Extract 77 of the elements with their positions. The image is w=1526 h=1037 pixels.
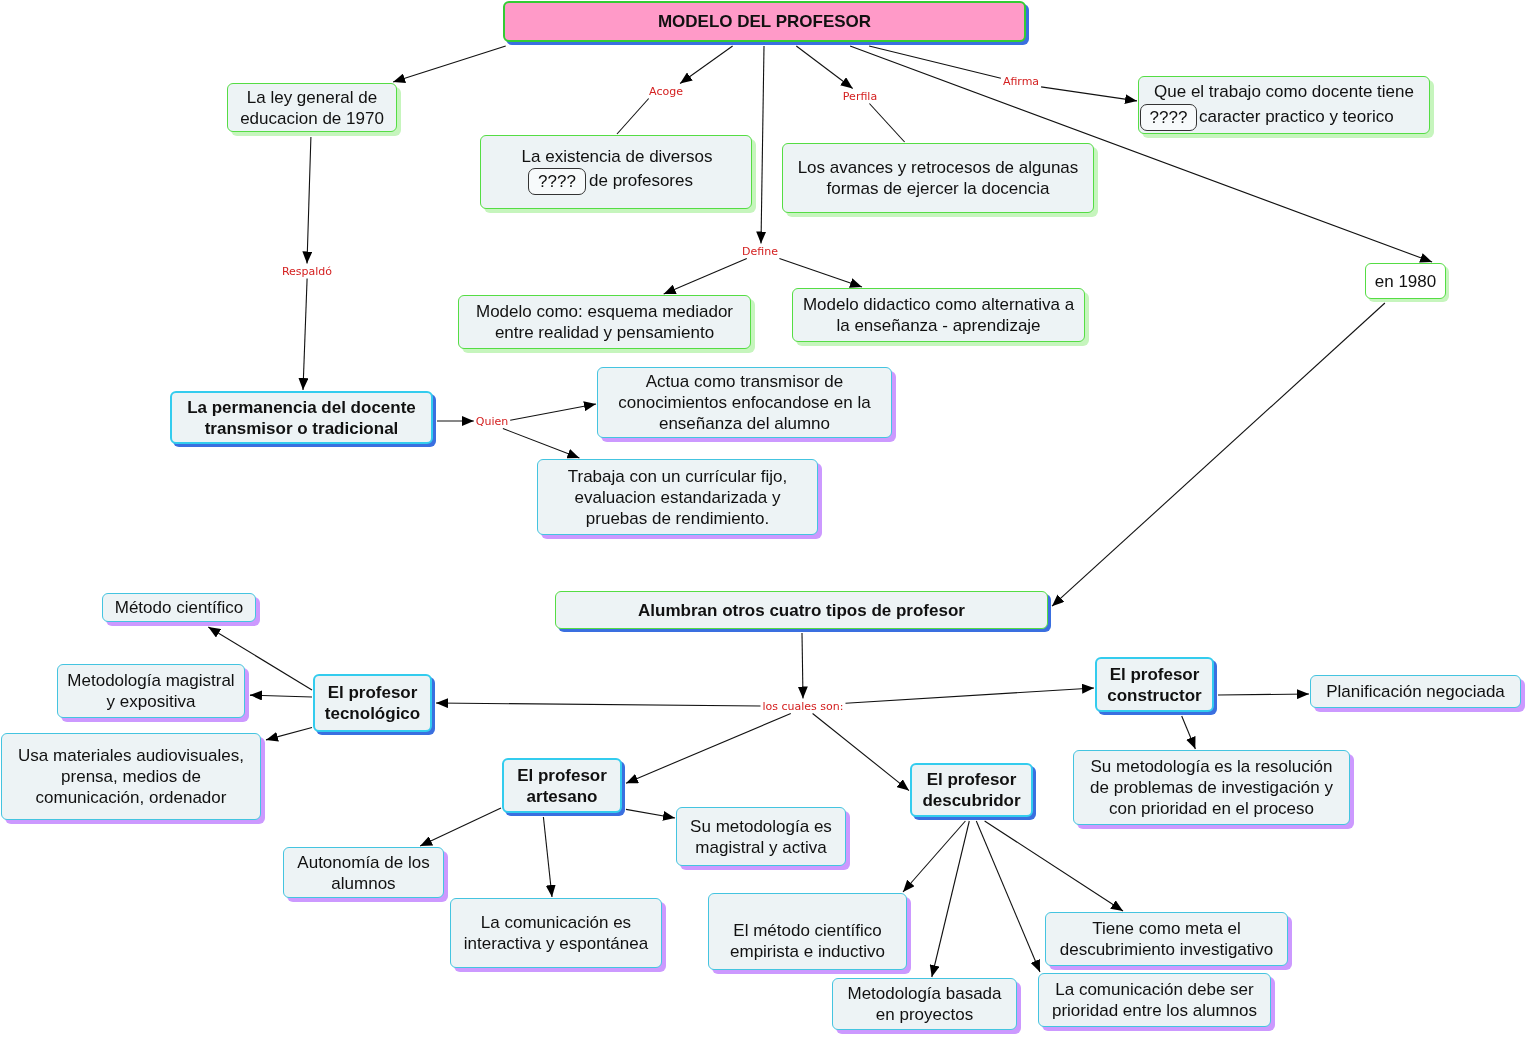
arrow — [502, 427, 580, 459]
arrow — [812, 712, 910, 792]
concept-text: La ley general de educacion de 1970 — [239, 86, 385, 129]
linking-phrase: Respaldó — [280, 264, 334, 278]
arrow — [625, 712, 792, 784]
linking-phrase: Afirma — [1001, 74, 1041, 88]
concept-text: Que el trabajo como docente tiene — [1153, 81, 1415, 102]
arrow — [929, 820, 970, 978]
arrow — [778, 257, 863, 288]
concept-text: caracter practico y teorico — [1199, 106, 1395, 127]
concept-text: El profesor descubridor — [921, 769, 1022, 811]
concept-text: Modelo didactico como alternativa a la enseñanza - aprendizaje — [801, 294, 1076, 336]
arrow — [436, 416, 475, 426]
concept-text: Método científico — [114, 597, 244, 618]
concept-text: Metodología basada en proyectos — [846, 983, 1003, 1025]
concept-box — [1365, 263, 1446, 299]
linking-phrase: Acoge — [648, 84, 684, 98]
collapsed-box — [1140, 104, 1197, 131]
collapsed-box — [528, 168, 586, 195]
concept-text: Los avances y retrocesos de algunas formas de ejercer la docencia — [796, 157, 1080, 199]
arrow — [1217, 689, 1310, 700]
arrow — [207, 626, 313, 691]
concept-text: Planificación negociada — [1326, 681, 1505, 702]
arrow — [902, 820, 966, 893]
connector-line — [868, 45, 1002, 79]
arrow — [975, 820, 1041, 973]
arrow — [1051, 302, 1386, 607]
concept-text: El método científico empirista e inductivo — [729, 920, 886, 962]
concept-text: MODELO DEL PROFESOR — [657, 11, 872, 32]
arrow — [795, 45, 854, 90]
concept-text: Su metodología es la resolución de problemas de investigación y con prioridad en el proceso — [1089, 756, 1334, 819]
concept-text: La comunicación es interactiva y espontánea — [462, 912, 650, 954]
arrow — [509, 401, 597, 421]
arrow — [625, 808, 676, 821]
concept-text: Metodología magistral y expositiva — [66, 670, 236, 712]
connector-line — [616, 97, 650, 135]
concept-text: en 1980 — [1374, 270, 1437, 292]
category-box — [502, 758, 622, 813]
arrow — [1181, 715, 1196, 750]
concept-text: Actua como transmisor de conocimientos enfocandose en la enseñanza del alumno — [617, 371, 872, 434]
arrow — [844, 683, 1095, 704]
concept-box — [555, 591, 1048, 629]
concept-text: de profesores — [589, 170, 694, 191]
concept-text: Alumbran otros cuatro tipos de profesor — [638, 599, 965, 621]
concept-text: Tiene como meta el descubrimiento investigativo — [1058, 918, 1275, 960]
concept-text: Autonomía de los alumnos — [296, 851, 431, 894]
concept-text: El profesor tecnológico — [323, 682, 422, 724]
arrow — [679, 45, 734, 85]
linking-phrase: Perfila — [841, 89, 879, 103]
arrow — [302, 136, 313, 265]
concept-text: La permanencia del docente transmisor o tradicional — [186, 396, 417, 439]
concept-text: ???? — [538, 171, 576, 192]
concept-text: Trabaja con un currícular fijo, evaluacion estandarizada y pruebas de rendimiento. — [566, 465, 789, 529]
category-box — [170, 391, 433, 444]
concept-text: El profesor constructor — [1106, 663, 1203, 706]
linking-phrase: los cuales son: — [761, 699, 845, 713]
arrow — [435, 698, 762, 709]
concept-text: La existencia de diversos — [520, 146, 714, 167]
linking-phrase: Quien — [474, 414, 510, 428]
arrow — [392, 45, 507, 84]
concept-text: Usa materiales audiovisuales, prensa, medios de comunicación, ordenador — [17, 745, 245, 808]
main-concept-box — [503, 1, 1026, 42]
concept-text: ???? — [1149, 107, 1188, 128]
category-box — [1095, 657, 1214, 712]
linking-phrase: Define — [741, 244, 779, 258]
connector-line — [868, 102, 906, 143]
concept-text: Modelo como: esquema mediador entre realidad y pensamiento — [475, 301, 734, 343]
arrow — [1040, 86, 1138, 105]
concept-text: Su metodología es magistral y activa — [689, 815, 833, 858]
category-box — [313, 674, 432, 732]
arrow — [663, 257, 748, 295]
arrow — [542, 816, 556, 898]
arrow — [419, 807, 502, 847]
concept-text: El profesor artesano — [516, 764, 608, 807]
arrow — [849, 45, 1433, 263]
category-box — [910, 763, 1033, 817]
concept-text: La comunicación debe ser prioridad entre los alumnos — [1050, 979, 1259, 1021]
